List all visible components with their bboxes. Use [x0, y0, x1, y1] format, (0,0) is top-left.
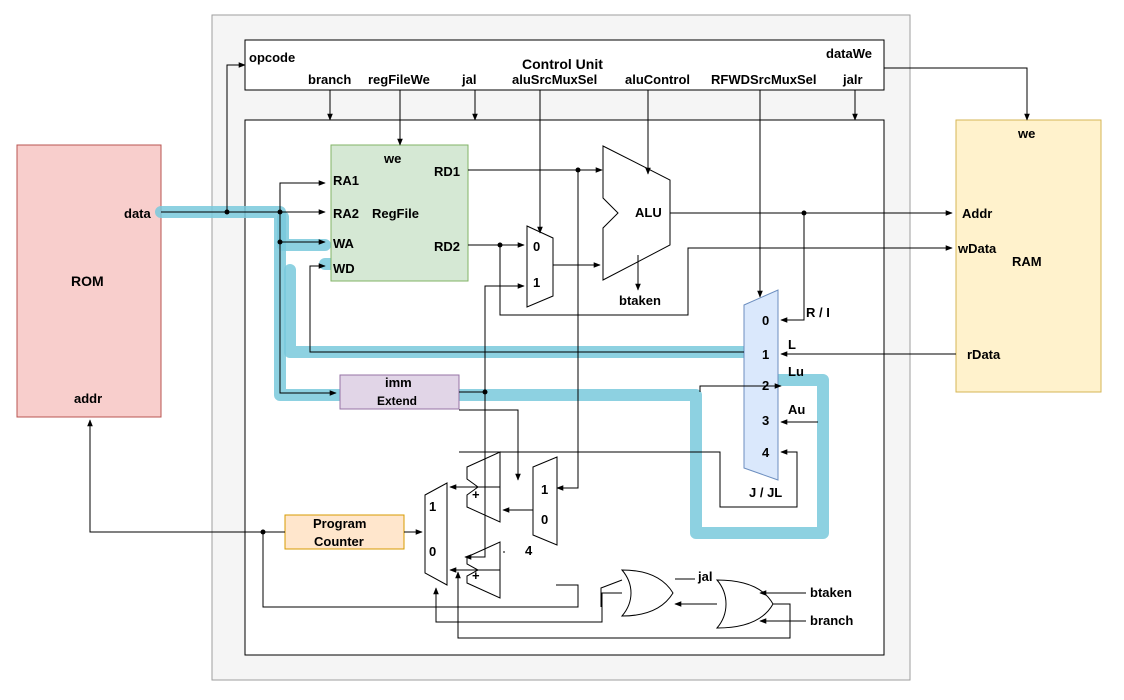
alu-shape	[602, 145, 671, 281]
adder-top-plus: +	[472, 487, 480, 502]
rfwd-label-au: Au	[788, 402, 805, 417]
pc-line2: Counter	[314, 534, 364, 549]
rfwd-mux-in4: 4	[762, 445, 770, 460]
rom-addr-port: addr	[74, 391, 102, 406]
ram-addr-port: Addr	[962, 206, 992, 221]
rfwd-mux-in2: 2	[762, 378, 769, 393]
adder-four-const: 4	[525, 543, 533, 558]
rom-block	[16, 144, 162, 418]
rfwd-src-mux	[743, 289, 779, 481]
alu-src-mux	[526, 225, 554, 308]
regfile-we-port: we	[383, 151, 401, 166]
data-we-label: dataWe	[826, 46, 872, 61]
jalr-label: jalr	[842, 72, 863, 87]
regfile-ra1-port: RA1	[333, 173, 359, 188]
ram-block	[955, 119, 1102, 393]
control-unit-box	[244, 39, 885, 91]
ram-title: RAM	[1012, 254, 1042, 269]
branch-target-mux	[532, 456, 558, 546]
imm-line1: imm	[385, 375, 412, 390]
ram-we-port: we	[1017, 126, 1035, 141]
rfwd-label-l: L	[788, 337, 796, 352]
jal-label: jal	[461, 72, 476, 87]
pc-line1: Program	[313, 516, 366, 531]
branch-mux-in1: 1	[541, 482, 548, 497]
rfwd-label-lu: Lu	[788, 364, 804, 379]
alu-src-mux-in1: 1	[533, 275, 540, 290]
pc-src-mux	[424, 482, 448, 586]
regfile-title: RegFile	[372, 206, 419, 221]
gate-btaken-label: btaken	[810, 585, 852, 600]
or-gate-jal	[620, 569, 674, 617]
rom-data-port: data	[124, 206, 152, 221]
alu-src-mux-sel-label: aluSrcMuxSel	[512, 72, 597, 87]
imm-extend-block	[339, 374, 460, 410]
alu-control-label: aluControl	[625, 72, 690, 87]
alu-src-mux-in0: 0	[533, 239, 540, 254]
btaken-output-label: btaken	[619, 293, 661, 308]
branch-label: branch	[308, 72, 351, 87]
or-gate-branch	[715, 579, 774, 629]
regfile-rd2-port: RD2	[434, 239, 460, 254]
ram-rdata-port: rData	[967, 347, 1001, 362]
imm-line2: Extend	[377, 394, 417, 408]
regfile-rd1-port: RD1	[434, 164, 460, 179]
gate-branch-label: branch	[810, 613, 853, 628]
opcode-label: opcode	[249, 50, 295, 65]
control-unit-title: Control Unit	[522, 56, 603, 72]
pc-mux-in0: 0	[429, 544, 436, 559]
regfile-we-label: regFileWe	[368, 72, 430, 87]
wires	[87, 62, 1030, 639]
rom-title: ROM	[71, 273, 104, 289]
gate-jal-label: jal	[697, 569, 712, 584]
rfwd-src-mux-sel-label: RFWDSrcMuxSel	[711, 72, 816, 87]
rfwd-mux-in3: 3	[762, 413, 769, 428]
junction-dots	[224, 167, 807, 535]
branch-mux-in0: 0	[541, 512, 548, 527]
regfile-wa-port: WA	[333, 236, 355, 251]
ram-wdata-port: wData	[957, 241, 997, 256]
regfile-wd-port: WD	[333, 261, 355, 276]
rfwd-mux-in0: 0	[762, 313, 769, 328]
adder-bottom-plus: +	[472, 568, 480, 583]
rfwd-mux-in1: 1	[762, 347, 769, 362]
regfile-ra2-port: RA2	[333, 206, 359, 221]
rfwd-label-jjl: J / JL	[749, 485, 782, 500]
pc-mux-in1: 1	[429, 499, 436, 514]
alu-title: ALU	[635, 205, 662, 220]
rfwd-label-ri: R / I	[806, 305, 830, 320]
